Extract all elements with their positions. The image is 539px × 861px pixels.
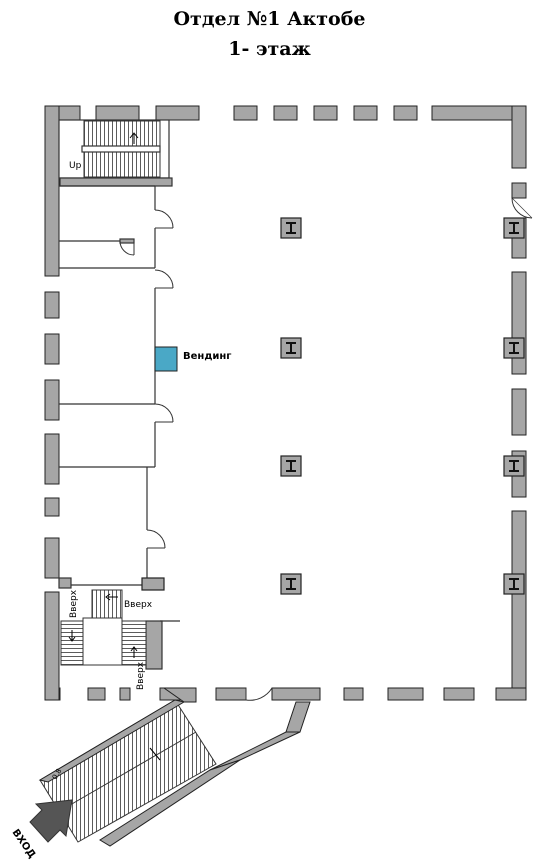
map-title: Отдел №1 Актобе xyxy=(173,8,366,30)
i-beam-column xyxy=(503,455,525,477)
entrance-stairs: 0.8 xyxy=(38,687,311,847)
arrow-icon xyxy=(29,799,73,843)
stairs-bottom: Вверх Вверх Вверх xyxy=(60,589,153,690)
vending-label: Вендинг xyxy=(183,351,232,362)
i-beam-column xyxy=(280,337,302,359)
i-beam-column xyxy=(503,217,525,239)
entrance-label: ВХОД xyxy=(10,827,38,860)
doors xyxy=(119,197,533,701)
vending-machine xyxy=(154,346,178,372)
up-label-right: Вверх xyxy=(136,661,146,690)
up-label-left: Вверх xyxy=(69,589,79,618)
i-beam-column xyxy=(280,455,302,477)
columns xyxy=(280,217,525,595)
stairs-top: Up xyxy=(69,120,161,178)
floor-label: 1- этаж xyxy=(228,38,311,60)
up-label-mid: Вверх xyxy=(124,600,153,610)
i-beam-column xyxy=(280,217,302,239)
i-beam-column xyxy=(280,573,302,595)
interior-walls xyxy=(58,119,180,670)
up-label: Up xyxy=(69,161,82,171)
i-beam-column xyxy=(503,337,525,359)
i-beam-column xyxy=(503,573,525,595)
